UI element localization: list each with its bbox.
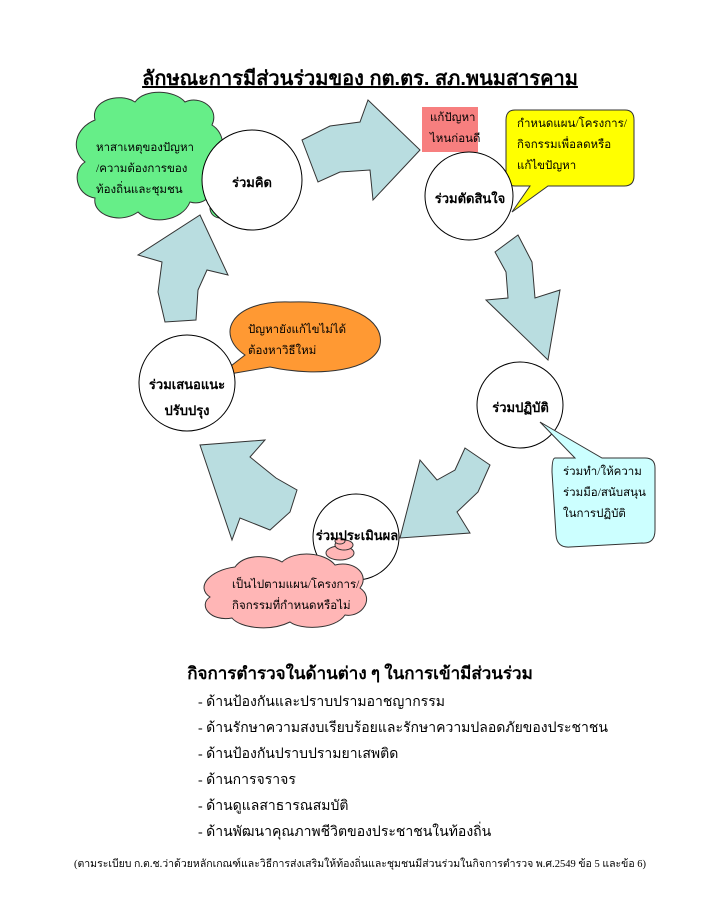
- act-node-label: ร่วมปฏิบัติ: [492, 400, 549, 415]
- decide-node-label: ร่วมตัดสินใจ: [434, 191, 506, 206]
- list-item: - ด้านพัฒนาคุณภาพชีวิตของประชาชนในท้องถิ…: [198, 825, 492, 840]
- decide-tag-line: ไหนก่อนดี: [430, 133, 481, 145]
- think-note-line: ท้องถิ่นและชุมชน: [96, 184, 183, 196]
- think-note: หาสาเหตุของปัญหา /ความต้องการของ ท้องถิ่…: [96, 138, 194, 201]
- think-note-line: หาสาเหตุของปัญหา: [96, 142, 195, 154]
- list-item: - ด้านป้องกันและปราบปรามอาชญากรรม: [198, 695, 445, 710]
- list-item: - ด้านการจราจร: [198, 773, 296, 788]
- act-note-line: ร่วมทำ/ให้ความ: [563, 466, 642, 478]
- list-item: - ด้านป้องกันปราบปรามยาเสพติด: [198, 747, 399, 762]
- footnote: (ตามระเบียบ ก.ต.ช.ว่าด้วยหลักเกณฑ์และวิธ…: [73, 859, 647, 870]
- evaluate-note-line: กิจกรรมที่กำหนดหรือไม่: [232, 600, 351, 612]
- act-note-line: ในการปฏิบัติ: [563, 508, 626, 520]
- arrow-act-to-evaluate: [399, 447, 491, 539]
- improve-note-line: ปัญหายังแก้ไขไม่ได้: [248, 324, 347, 336]
- list-item: - ด้านรักษาความสงบเรียบร้อยและรักษาความป…: [198, 721, 608, 736]
- evaluate-thought-cloud: [203, 537, 367, 629]
- decide-note-line: กิจกรรมเพื่อลดหรือ: [517, 139, 612, 151]
- improve-note-line: ต้องหาวิธีใหม่: [248, 345, 317, 357]
- improve-label-line: ปรับปรุง: [164, 403, 210, 418]
- arrow-evaluate-to-improve: [199, 439, 298, 542]
- decide-node-circle: [424, 151, 514, 241]
- think-node-label: ร่วมคิด: [232, 175, 272, 190]
- evaluate-note-line: เป็นไปตามแผน/โครงการ/: [232, 579, 360, 591]
- think-node-circle: [201, 129, 303, 231]
- improve-node-label: ร่วมเสนอแนะ ปรับปรุง: [142, 372, 232, 424]
- activities-heading: กิจการตำรวจในด้านต่าง ๆ ในการเข้ามีส่วนร…: [187, 664, 533, 683]
- decide-tag-box: [422, 107, 478, 152]
- decide-tag: แก้ปัญหา ไหนก่อนดี: [430, 108, 480, 150]
- activities-list: - ด้านป้องกันและปราบปรามอาชญากรรม - ด้าน…: [198, 690, 608, 846]
- arrow-decide-to-act: [484, 234, 561, 362]
- act-callout: [539, 421, 656, 548]
- decide-callout: [505, 109, 635, 213]
- arrow-improve-to-think: [136, 214, 229, 323]
- think-note-line: /ความต้องการของ: [96, 163, 188, 175]
- evaluate-node-label: ร่วมประเมินผล: [315, 528, 399, 543]
- act-note: ร่วมทำ/ให้ความ ร่วมมือ/สนับสนุน ในการปฏิ…: [563, 462, 646, 525]
- act-node-circle: [476, 361, 564, 449]
- improve-label-line: ร่วมเสนอแนะ: [148, 377, 226, 392]
- arrow-think-to-decide: [301, 99, 421, 202]
- page-title: ลักษณะการมีส่วนร่วมของ กต.ตร. สภ.พนมสารค…: [142, 68, 578, 90]
- list-item: - ด้านดูแลสาธารณสมบัติ: [198, 799, 349, 814]
- improve-note: ปัญหายังแก้ไขไม่ได้ ต้องหาวิธีใหม่: [248, 320, 346, 362]
- decide-tag-line: แก้ปัญหา: [430, 112, 476, 124]
- decide-note-line: แก้ไขปัญหา: [517, 160, 577, 172]
- improve-callout: [217, 301, 381, 377]
- decide-note-line: กำหนดแผน/โครงการ/: [517, 118, 627, 130]
- evaluate-note: เป็นไปตามแผน/โครงการ/ กิจกรรมที่กำหนดหรื…: [232, 575, 359, 617]
- improve-node-circle: [138, 334, 236, 432]
- act-note-line: ร่วมมือ/สนับสนุน: [563, 487, 646, 499]
- decide-note: กำหนดแผน/โครงการ/ กิจกรรมเพื่อลดหรือ แก้…: [517, 114, 627, 177]
